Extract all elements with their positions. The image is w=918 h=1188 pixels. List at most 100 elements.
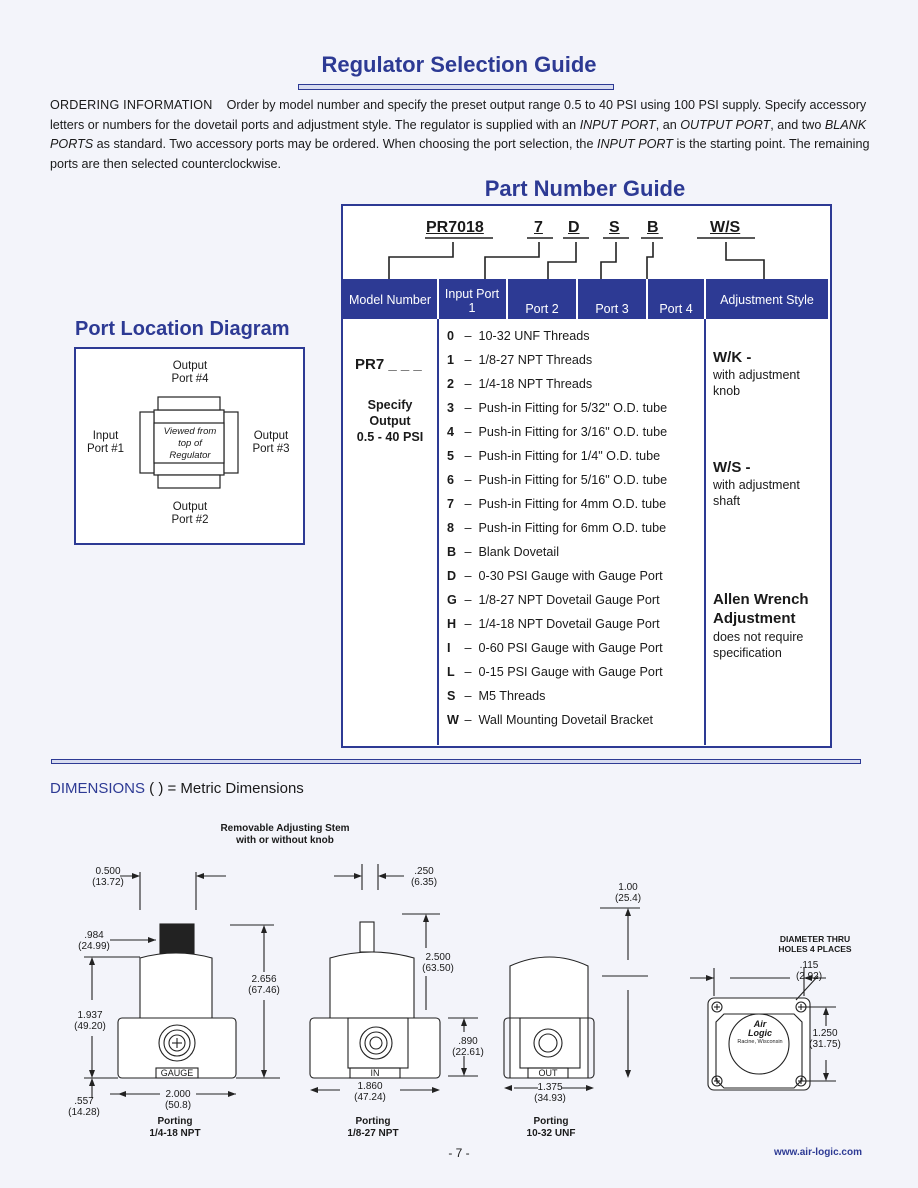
dim-1000: 1.00(25.4) — [604, 882, 652, 904]
ordering-text-4: as standard. Two accessory ports may be … — [93, 137, 597, 151]
porting-line: Porting — [157, 1116, 193, 1127]
port-label-line: Port #4 — [171, 373, 209, 385]
website-link[interactable]: www.air-logic.com — [774, 1147, 862, 1158]
header-adjustment-style: Adjustment Style — [720, 293, 814, 307]
option-code: H — [447, 617, 457, 631]
viewed-from-top-label: Viewed from top of Regulator — [155, 426, 225, 462]
dim-metric: (25.4) — [614, 893, 642, 904]
code-port3: S — [609, 219, 620, 236]
port-1-label: Input Port #1 — [78, 430, 133, 456]
wk-desc-line: with adjustment — [713, 368, 800, 382]
porting-line: 1/4-18 NPT — [149, 1128, 201, 1139]
list-item: H – 1/4-18 NPT Dovetail Gauge Port — [447, 617, 660, 631]
part-number-guide-title: Part Number Guide — [484, 176, 686, 201]
section-divider — [51, 759, 861, 764]
header-separator — [704, 279, 706, 319]
header-port-2: Port 2 — [525, 302, 559, 316]
ordering-lead: ORDERING INFORMATION — [50, 98, 213, 112]
dim-metric: (22.61) — [452, 1047, 484, 1058]
dim-value: 2.656 — [251, 974, 277, 985]
wk-desc-line: knob — [713, 384, 741, 398]
ordering-text-2: , an — [655, 117, 681, 132]
page-title: Regulator Selection Guide — [321, 52, 597, 77]
allen-desc-line: does not require — [713, 630, 804, 644]
option-desc: Push-in Fitting for 1/4" O.D. tube — [478, 449, 661, 463]
list-item: 6 – Push-in Fitting for 5/16" O.D. tube — [447, 473, 668, 487]
code-port4: B — [647, 219, 659, 236]
header-separator — [506, 279, 508, 319]
dim-value: 1.00 — [618, 882, 638, 893]
logo-text: Racine, Wisconsin — [737, 1039, 783, 1045]
specify-line: 0.5 - 40 PSI — [356, 430, 424, 444]
port-label-line: Output — [172, 360, 208, 372]
dim-metric: (2.92) — [795, 971, 823, 982]
header-port-4: Port 4 — [659, 302, 693, 316]
dim-metric: (63.50) — [422, 963, 454, 974]
option-desc: 1/8-27 NPT Threads — [478, 353, 593, 367]
ws-desc-line: shaft — [713, 494, 741, 508]
port-4-label: Output Port #4 — [155, 360, 225, 386]
dim-metric: (47.24) — [354, 1092, 386, 1103]
dim-value: .984 — [84, 930, 104, 941]
dim-value: .115 — [799, 960, 819, 971]
air-logic-logo: Air Logic Racine, Wisconsin — [730, 1020, 790, 1047]
list-item: 2 – 1/4-18 NPT Threads — [447, 377, 593, 391]
option-code: 5 — [447, 449, 455, 463]
header-separator — [437, 279, 439, 319]
ordering-text-3: , and two — [770, 117, 825, 132]
porting-line: 1/8-27 NPT — [347, 1128, 399, 1139]
dimensions-subheading: ( ) = Metric Dimensions — [145, 780, 304, 797]
list-item: 3 – Push-in Fitting for 5/32" O.D. tube — [447, 401, 668, 415]
option-code: W — [447, 713, 459, 727]
dim-1250: 1.250(31.75) — [800, 1028, 850, 1050]
dim-value: 2.000 — [165, 1089, 191, 1100]
option-desc: 1/8-27 NPT Dovetail Gauge Port — [478, 593, 660, 607]
allen-title-line: Adjustment — [713, 610, 796, 627]
in-port-label: IN — [370, 1068, 380, 1078]
dim-value: 1.375 — [537, 1082, 563, 1093]
out-port-label: OUT — [538, 1068, 558, 1078]
option-code: G — [447, 593, 457, 607]
center-line: top of — [178, 438, 202, 449]
option-code: L — [447, 665, 455, 679]
list-item: D – 0-30 PSI Gauge with Gauge Port — [447, 569, 663, 583]
header-model-number: Model Number — [349, 293, 431, 307]
dim-metric: (13.72) — [92, 877, 124, 888]
allen-title-line: Allen Wrench — [713, 591, 809, 608]
dim-metric: (24.99) — [78, 941, 110, 952]
list-item: W – Wall Mounting Dovetail Bracket — [447, 713, 654, 727]
dim-value: 0.500 — [95, 866, 121, 877]
porting-line: Porting — [533, 1116, 569, 1127]
holes-line: HOLES 4 PLACES — [778, 944, 852, 954]
code-model: PR7018 — [426, 219, 484, 236]
list-item: 7 – Push-in Fitting for 4mm O.D. tube — [447, 497, 667, 511]
list-item: 1 – 1/8-27 NPT Threads — [447, 353, 593, 367]
dimension-drawings — [84, 864, 836, 1098]
wk-desc: with adjustment knob — [713, 367, 800, 399]
allen-wrench-title: Allen Wrench Adjustment — [713, 590, 809, 628]
dim-value: .890 — [458, 1036, 478, 1047]
list-item: I – 0-60 PSI Gauge with Gauge Port — [447, 641, 663, 655]
ordering-output-port: OUTPUT PORT — [680, 117, 771, 132]
column-divider — [437, 319, 439, 745]
option-code: I — [447, 641, 451, 655]
model-code: PR7 _ _ _ — [355, 356, 422, 373]
option-desc: Push-in Fitting for 5/32" O.D. tube — [478, 401, 668, 415]
dim-metric: (6.35) — [410, 877, 438, 888]
option-code: 6 — [447, 473, 455, 487]
dim-0557: .557(14.28) — [60, 1096, 108, 1118]
option-code: S — [447, 689, 456, 703]
porting-line: 10-32 UNF — [526, 1128, 576, 1139]
ws-code: W/S - — [713, 459, 751, 476]
option-desc: 10-32 UNF Threads — [478, 329, 590, 343]
dim-metric: (14.28) — [68, 1107, 100, 1118]
dim-value: 1.860 — [357, 1081, 383, 1092]
option-code: 0 — [447, 329, 455, 343]
port-3-label: Output Port #3 — [243, 430, 299, 456]
gauge-port-label: GAUGE — [160, 1068, 194, 1078]
part-number-header — [343, 279, 828, 319]
column-divider — [704, 319, 706, 745]
dim-0250: .250(6.35) — [404, 866, 444, 888]
